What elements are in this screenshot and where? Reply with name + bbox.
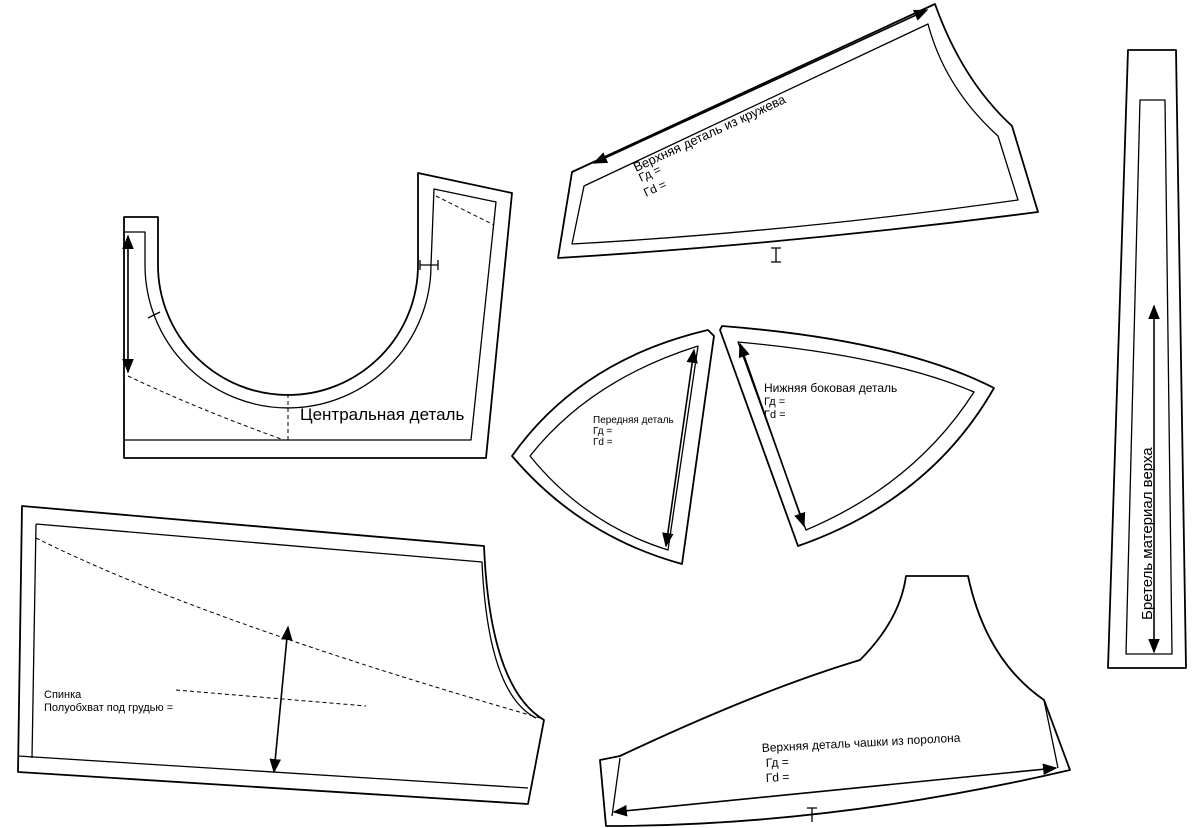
front-grainline [662, 348, 698, 548]
central-notch [419, 260, 439, 270]
lower-side-grainline [738, 342, 806, 528]
back-piece-seam-bottom [17, 755, 529, 789]
back-piece: Спинка Полуобхват под грудью = [17, 505, 545, 805]
upper-lace-notch [771, 247, 781, 263]
back-dashed-curve [35, 537, 541, 719]
central-dashed-line [127, 375, 285, 441]
front-piece: Передняя деталь Гд = Гd = [511, 329, 715, 565]
central-piece-outline [123, 172, 513, 459]
back-piece-seam-left [31, 523, 37, 759]
lower-side-gd-latin: Гd = [764, 409, 786, 421]
lower-side-seam [737, 341, 975, 531]
back-piece-outline [17, 505, 545, 805]
lower-side-piece: Нижняя боковая деталь Гд = Гd = [719, 325, 995, 547]
upper-lace-seam [571, 23, 1019, 245]
upper-lace-grainline [592, 9, 929, 164]
foam-upper-title: Верхняя деталь чашки из поролона [761, 731, 961, 755]
foam-upper-notch [807, 807, 817, 822]
central-dart-line [435, 195, 495, 226]
front-title: Передняя деталь [593, 415, 674, 426]
foam-upper-grainline [612, 763, 1058, 817]
back-piece-seam [35, 523, 537, 719]
back-dashed-line [175, 689, 367, 707]
back-underbust: Полуобхват под грудью = [44, 702, 173, 714]
back-title: Спинка [44, 689, 82, 701]
front-gd-latin: Гd = [593, 437, 613, 448]
central-piece: Центральная деталь [122, 172, 513, 459]
front-piece-seam [529, 345, 699, 551]
strap-outline [1107, 49, 1187, 669]
lower-side-gd: Гд = [764, 396, 785, 408]
central-label: Центральная деталь [300, 405, 464, 424]
lower-side-outline [719, 325, 995, 547]
strap-label: Бретель материал верха [1139, 447, 1156, 620]
central-piece-seam [124, 188, 497, 441]
strap-seam [1125, 99, 1173, 655]
foam-upper-gd-latin: Гd = [765, 770, 789, 785]
upper-lace-outline [557, 3, 1039, 259]
foam-upper-gd: Гд = [765, 755, 789, 770]
upper-lace-piece: Верхняя деталь из кружева Гд = Гd = [557, 3, 1039, 263]
foam-upper-outline [599, 575, 1071, 827]
foam-upper-piece: Верхняя деталь чашки из поролона Гд = Гd… [599, 575, 1071, 827]
back-grainline [269, 625, 293, 774]
central-notch-2 [147, 311, 161, 319]
front-gd: Гд = [593, 426, 612, 437]
lower-side-title: Нижняя боковая деталь [764, 381, 897, 395]
front-piece-outline [511, 329, 715, 565]
strap-piece: Бретель материал верха [1107, 49, 1187, 669]
foam-upper-seam [611, 699, 1059, 817]
